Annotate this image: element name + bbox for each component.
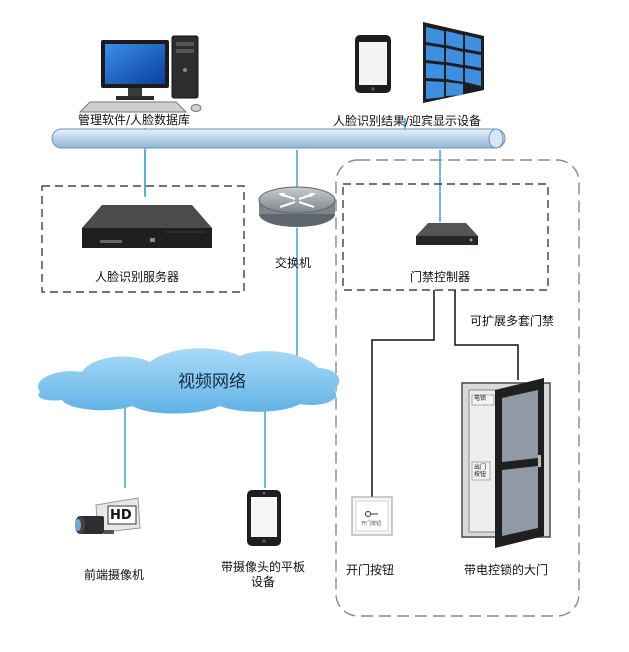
server-label: 人脸识别服务器 [95,270,180,284]
door-exit-panel-line2: 按钮 [474,471,487,478]
switch-icon [258,186,336,227]
mobile-display-icon [355,35,391,93]
management-label: 管理软件/人脸数据库 [78,113,191,127]
server-dashed-box [41,185,245,293]
open-button-label: 开门按钮 [346,563,395,577]
expand-label: 可扩展多套门禁 [470,314,555,328]
connector-lines [124,118,441,488]
button-plate-text: 开门按钮 [361,521,382,527]
video-wall-icon [423,22,484,103]
workstation-icon [78,35,202,113]
camera-label: 前端摄像机 [84,568,145,582]
video-network-cloud [38,348,340,414]
hd-camera-icon [75,497,141,534]
switch-label: 交换机 [275,256,312,270]
control-wires [371,290,519,497]
door-exit-panel-text: 出门 按钮 [474,464,486,478]
tablet-label-line2: 设备 [250,575,275,589]
server-icon [82,205,212,248]
tablet-label-line1: 带摄像头的平板 [220,560,305,574]
door-controller-icon [416,223,478,245]
door-controller-label: 门禁控制器 [410,270,471,284]
door-label: 带电控锁的大门 [464,563,549,577]
tablet-icon [247,490,281,546]
hd-badge: HD [110,508,132,523]
tablet-label: 带摄像头的平板 设备 [213,560,313,590]
door-exit-panel-line1: 出门 [474,464,487,471]
door-icon [461,378,551,548]
network-bus [51,128,506,149]
door-lock-panel-text: 电锁 [474,395,487,402]
exit-button-icon [351,496,393,536]
display-device-label: 人脸识别结果/迎宾显示设备 [333,114,482,128]
video-network-label: 视频网络 [178,372,246,392]
